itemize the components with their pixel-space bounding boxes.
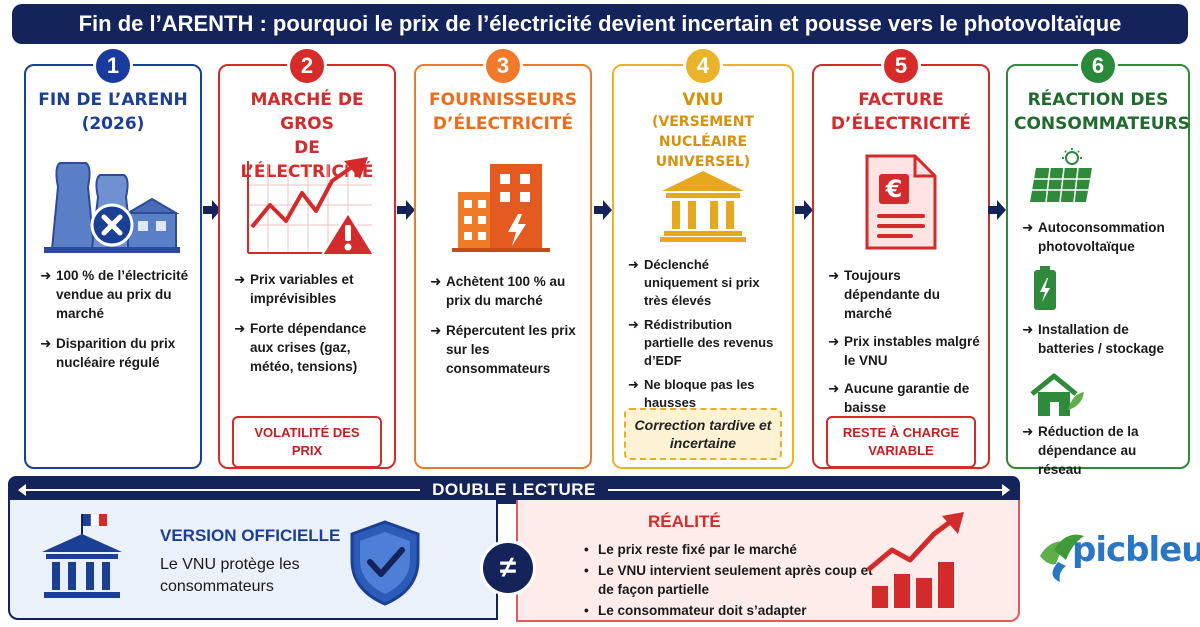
step-number: 5 [881,46,921,86]
rising-bars-icon [864,512,974,617]
institution-icon [614,166,792,246]
double-reading-label: DOUBLE LECTURE [432,480,596,499]
bullet: ➜Prix instables malgré le VNU [828,334,980,368]
battery-icon [1032,266,1058,317]
item-text: ➜Réduction de la dépendance au réseau [1022,424,1139,477]
reality-panel: RÉALITÉ •Le prix reste fixé par le march… [516,500,1020,622]
step-bullets: ➜Toujours dépendante du marché ➜Prix ins… [828,266,980,426]
bullet: ➜Toujours dépendante du marché [828,268,941,321]
shield-check-icon [348,520,422,611]
bullet: ➜Achètent 100 % au prix du marché [430,274,566,308]
official-version-panel: VERSION OFFICIELLE Le VNU protège les co… [8,500,498,620]
bullet: ➜Forte dépendance aux crises (gaz, météo… [234,321,367,374]
item-text: ➜Installation de batteries / stockage [1022,322,1165,356]
reality-points: •Le prix reste fixé par le marché •Le VN… [584,540,884,622]
step-card-invoice: 5 FACTURE D’ÉLECTRICITÉ € ➜Toujours dépe… [812,46,990,469]
step-number: 2 [287,46,327,86]
reality-title: RÉALITÉ [648,512,721,531]
step-number: 6 [1078,46,1118,86]
step-bullets: ➜Déclenché uniquement si prix très élevé… [628,256,784,418]
flow-arrow-icon [397,198,415,222]
not-equal-icon: ≠ [480,540,536,596]
remaining-charge-tag: RESTE À CHARGE VARIABLE [826,416,976,468]
step-number: 3 [483,46,523,86]
step-card-consumers: 6 RÉACTION DES CONSOMMATEURS ➜Autoconsom… [1006,46,1190,477]
reality-point: •Le prix reste fixé par le marché [584,542,797,557]
solar-panel-icon [1026,148,1096,211]
double-arrow-right [607,484,1011,496]
step-card-arenh: 1 FIN DE L’ARENH (2026) ➜100 % de l’élec… [24,46,202,469]
step-bullets: ➜Prix variables et imprévisibles ➜Forte … [234,270,386,387]
page-title: Fin de l’ARENTH : pourquoi le prix de l’… [12,4,1188,44]
step-card-suppliers: 3 FOURNISSEURS D’ÉLECTRICITÉ ➜Achètent 1… [414,46,592,469]
flow-arrow-icon [988,198,1006,222]
nuclear-plant-closed-icon [26,152,200,262]
bullet: ➜Répercutent les prix sur les consommate… [430,323,576,376]
double-reading-header: DOUBLE LECTURE [8,476,1020,504]
step-title: MARCHÉ DE GROS DE L’ÉLECTRICITÉ [240,90,374,182]
volatile-chart-warning-icon [220,152,394,262]
volatility-tag: VOLATILITÉ DES PRIX [232,416,382,468]
step-title: FACTURE D’ÉLECTRICITÉ [830,90,972,134]
step-number: 4 [683,46,723,86]
item-text: ➜Autoconsommation photovoltaïque [1022,220,1165,254]
bullet: ➜Déclenché uniquement si prix très élevé… [628,257,760,308]
flow-arrow-icon [203,198,221,222]
bullet: ➜Disparition du prix nucléaire régulé [40,336,176,370]
institution-flag-icon [42,512,126,613]
bullet: ➜Ne bloque pas les hausses [628,377,755,410]
reality-point: •Le VNU intervient seulement après coup … [584,563,873,597]
bullet: ➜100 % de l’électricité vendue au prix d… [40,268,189,321]
step-bullets: ➜100 % de l’électricité vendue au prix d… [40,266,192,383]
step-title: VNU (VERSEMENT NUCLÉAIRE UNIVERSEL) [652,90,754,170]
step-title: FOURNISSEURS D’ÉLECTRICITÉ [429,90,577,134]
brand-logo [1036,520,1186,590]
supplier-building-icon [416,156,590,256]
step-card-wholesale-market: 2 MARCHÉ DE GROS DE L’ÉLECTRICITÉ ➜Prix … [218,46,396,469]
eco-house-icon [1028,372,1084,423]
euro-invoice-icon: € [814,150,988,254]
step-bullets: ➜Achètent 100 % au prix du marché ➜Réper… [430,272,582,389]
svg-text:€: € [885,175,903,203]
bullet: ➜Rédistribution partielle des revenus d’… [628,317,774,368]
reality-point: •Le consommateur doit s’adapter [584,603,807,618]
flow-arrow-icon [594,198,612,222]
official-version-title: VERSION OFFICIELLE [160,526,341,545]
step-card-vnu: 4 VNU (VERSEMENT NUCLÉAIRE UNIVERSEL) ➜D… [612,46,794,469]
step-number: 1 [93,46,133,86]
flow-arrow-icon [795,198,813,222]
late-correction-tag: Correction tardive et incertaine [624,408,782,460]
double-arrow-left [17,484,421,496]
brand-name: picbleu [1072,530,1200,570]
bullet: ➜Prix variables et imprévisibles [234,272,354,306]
official-version-text: Le VNU protège les consommateurs [160,556,300,595]
bullet: ➜Aucune garantie de baisse [828,381,970,415]
step-title: RÉACTION DES CONSOMMATEURS [1014,90,1190,134]
step-title: FIN DE L’ARENH (2026) [38,90,188,134]
